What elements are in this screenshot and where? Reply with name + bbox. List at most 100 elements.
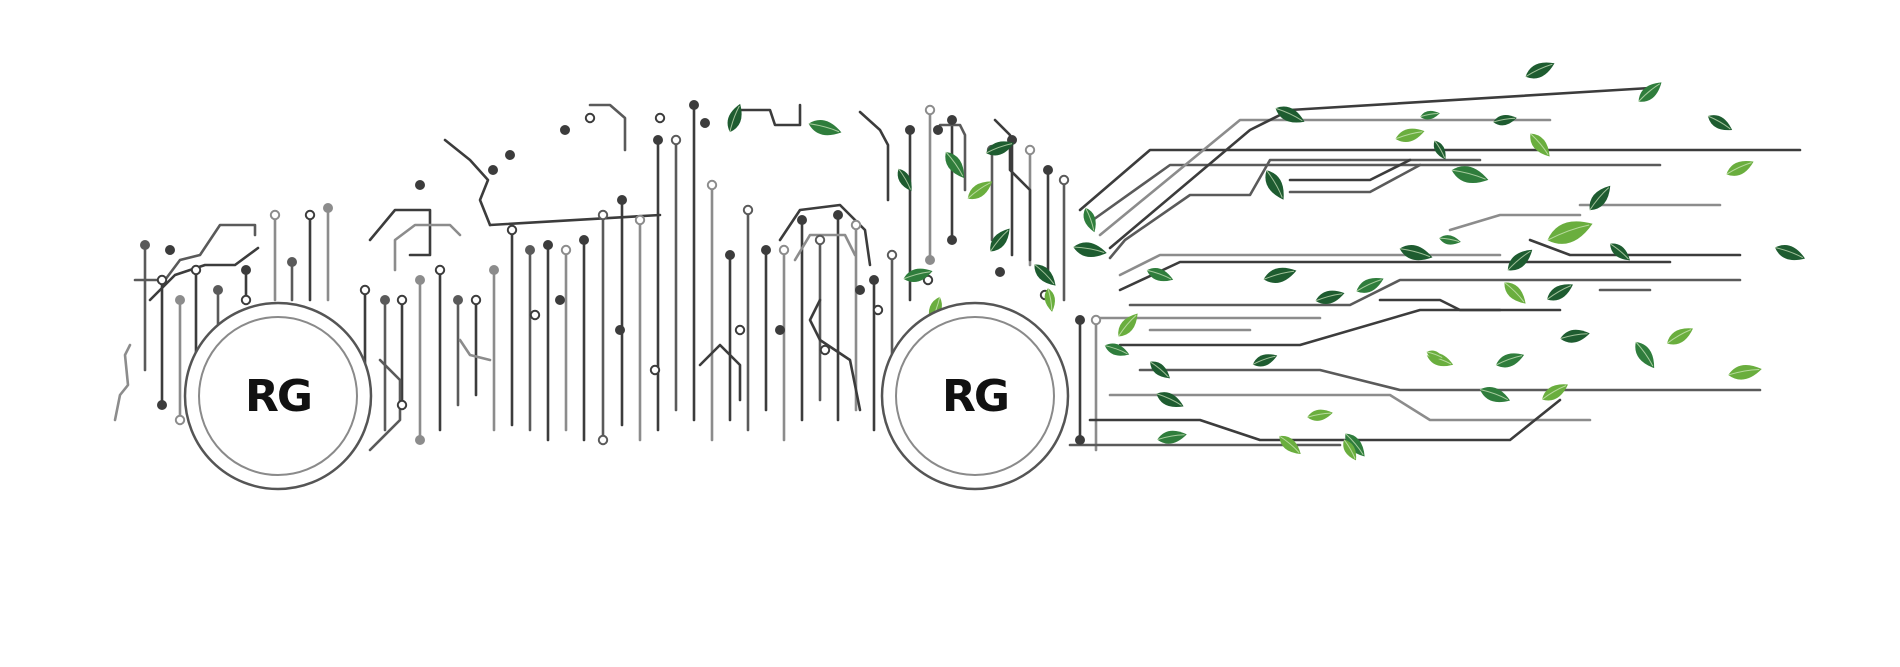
leaf-blade <box>727 103 742 133</box>
circuit-pad <box>1075 435 1085 445</box>
circuit-pad <box>922 274 934 286</box>
leaf-icon <box>1356 278 1384 293</box>
rear-wheel-logo: RG <box>245 371 311 422</box>
leaf-blade <box>1774 245 1806 261</box>
leaf-vein <box>1434 140 1446 159</box>
leaf-blade <box>967 181 993 200</box>
leaf-blade <box>1635 341 1655 369</box>
leaf-icon <box>1493 115 1517 126</box>
circuit-trace <box>1378 298 1502 312</box>
leaf-vein <box>967 182 991 199</box>
leaf-blade <box>990 228 1010 252</box>
leaf-icon <box>1263 267 1297 283</box>
leaf-icon <box>1395 128 1425 143</box>
leaf-blade <box>1104 343 1130 356</box>
leaf-blade <box>1479 387 1511 403</box>
circuit-pad <box>157 400 167 410</box>
circuit-trace <box>148 246 260 302</box>
leaf-vein <box>985 143 1013 154</box>
circuit-pad <box>415 180 425 190</box>
circuit-pad <box>560 244 572 256</box>
circuit-trace <box>1098 118 1552 237</box>
circuit-pad <box>174 414 186 426</box>
circuit-pad <box>470 294 482 306</box>
circuit-pad <box>1075 315 1085 325</box>
front-wheel: RG <box>880 301 1070 491</box>
leaf-blade <box>1667 328 1693 345</box>
leaf-icon <box>1252 354 1278 367</box>
leaf-vein <box>989 229 1009 252</box>
circuit-pad <box>506 224 518 236</box>
circuit-pad <box>778 244 790 256</box>
circuit-pad <box>304 209 316 221</box>
leaf-vein <box>1774 247 1804 259</box>
circuit-trace <box>368 208 432 257</box>
leaf-blade <box>1610 243 1630 261</box>
leaf-blade <box>1707 115 1733 131</box>
circuit-pad <box>323 203 333 213</box>
leaf-vein <box>1541 385 1567 400</box>
leaf-blade <box>897 168 912 192</box>
leaf-blade <box>1279 435 1301 454</box>
leaf-vein <box>1117 314 1137 337</box>
leaf-icon <box>1546 284 1573 301</box>
circuit-pad <box>529 309 541 321</box>
leaf-icon <box>1157 430 1187 444</box>
leaf-blade <box>1156 392 1184 407</box>
leaf-blade <box>808 120 842 136</box>
circuit-trace <box>793 233 857 262</box>
leaf-icon <box>1504 281 1526 304</box>
leaf-vein <box>1707 115 1731 130</box>
leaf-icon <box>967 181 993 200</box>
circuit-pad <box>734 324 746 336</box>
circuit-pad <box>850 219 862 231</box>
leaf-blade <box>1530 133 1550 157</box>
leaf-icon <box>903 268 933 283</box>
circuit-pad <box>269 209 281 221</box>
leaf-blade <box>1495 353 1525 368</box>
leaf-vein <box>1609 243 1629 260</box>
leaf-icon <box>1399 245 1433 261</box>
leaf-icon <box>1426 350 1444 359</box>
circuit-trace <box>488 213 662 227</box>
leaf-vein <box>1420 113 1439 118</box>
circuit-trace <box>113 343 132 422</box>
circuit-pad <box>653 135 663 145</box>
circuit-pad <box>597 434 609 446</box>
leaf-icon <box>1507 249 1533 271</box>
leaf-icon <box>1560 329 1590 343</box>
circuit-trace <box>738 103 802 127</box>
circuit-pad <box>670 134 682 146</box>
circuit-pad <box>833 210 843 220</box>
leaf-vein <box>1275 107 1303 122</box>
leaf-icon <box>1083 207 1096 233</box>
leaf-blade <box>1146 268 1174 282</box>
leaf-blade <box>1507 249 1533 271</box>
leaf-icon <box>1156 392 1184 407</box>
circuit-pad <box>617 195 627 205</box>
circuit-pad <box>1090 314 1102 326</box>
circuit-pad <box>689 100 699 110</box>
circuit-pad <box>165 245 175 255</box>
leaf-icon <box>1728 364 1762 380</box>
leaf-vein <box>1315 293 1343 302</box>
circuit-pad <box>872 304 884 316</box>
leaf-blade <box>1395 128 1425 143</box>
leaf-blade <box>1034 264 1056 286</box>
front-wheel-logo: RG <box>942 371 1008 422</box>
leaf-blade <box>1728 364 1762 380</box>
leaf-blade <box>1451 166 1489 183</box>
circuit-pad <box>396 399 408 411</box>
circuit-pad <box>775 325 785 335</box>
leaf-vein <box>898 168 911 190</box>
leaf-vein <box>808 123 840 133</box>
leaf-blade <box>1439 235 1461 245</box>
leaf-vein <box>1546 285 1572 300</box>
circuit-trace <box>778 203 872 267</box>
leaf-blade <box>1493 115 1517 126</box>
circuit-pad <box>995 267 1005 277</box>
leaf-blade <box>1638 82 1662 102</box>
leaf-vein <box>1728 368 1760 376</box>
leaf-icon <box>1420 110 1440 120</box>
